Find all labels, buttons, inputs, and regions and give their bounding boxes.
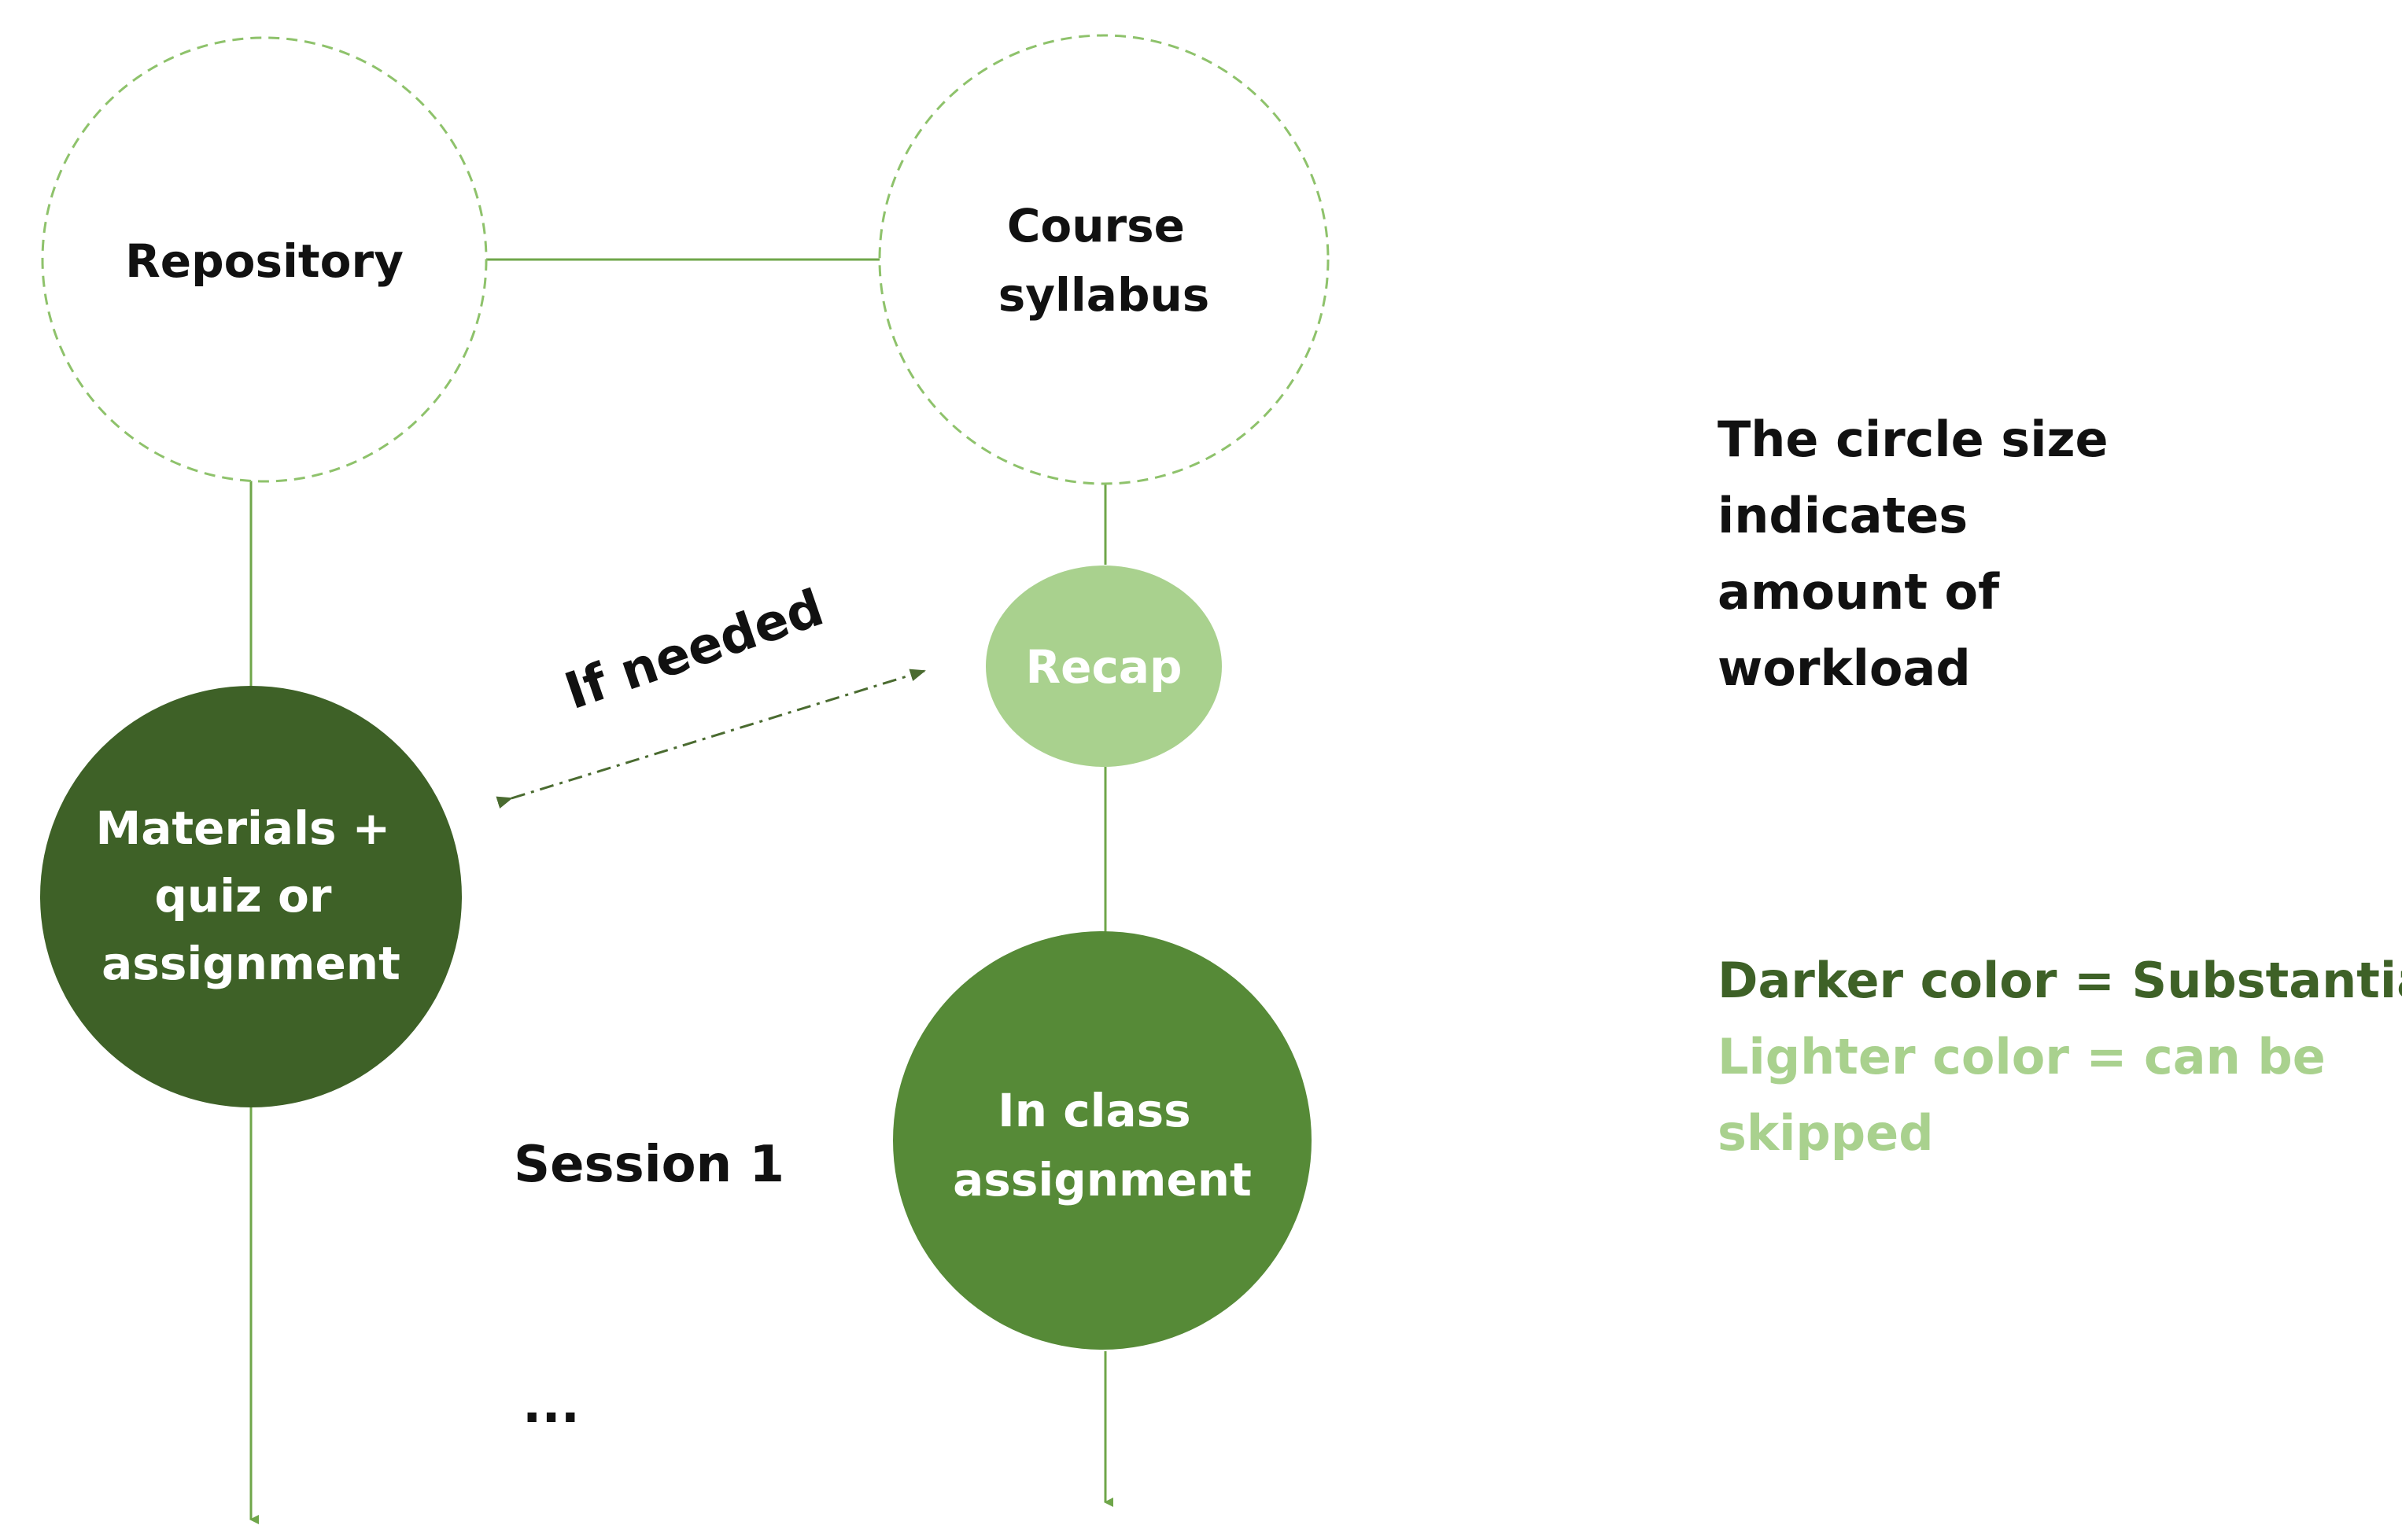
in-class-label-line-2: assignment	[953, 1153, 1252, 1207]
ellipsis-label: ...	[522, 1376, 580, 1435]
svg-text:Course syllabus: Course syllabus	[998, 199, 1210, 322]
materials-label-line-2: quiz or	[154, 869, 331, 923]
repository-node: Repository	[41, 36, 488, 483]
workload-legend: The circle size indicates amount of work…	[1718, 401, 2109, 706]
darker-legend: Darker color = Substantial	[1718, 952, 2402, 1009]
syllabus-label-line-2: syllabus	[998, 268, 1210, 322]
in-class-node: In class assignment	[893, 931, 1312, 1350]
syllabus-node: Course syllabus	[878, 34, 1330, 485]
size-legend-line-1: The circle size	[1718, 411, 2109, 468]
lighter-legend-line-1: Lighter color = can be	[1718, 1028, 2326, 1085]
materials-label-line-1: Materials +	[96, 801, 391, 855]
svg-text:Repository: Repository	[125, 234, 404, 288]
in-class-label-line-1: In class	[998, 1084, 1191, 1137]
color-legend: Darker color = Substantial Lighter color…	[1718, 942, 2402, 1171]
size-legend-line-2: indicates	[1718, 487, 1968, 544]
recap-label: Recap	[1025, 640, 1182, 694]
optional-link-arrow	[496, 669, 926, 809]
syllabus-label-line-1: Course	[1007, 199, 1185, 252]
svg-text:Recap: Recap	[1025, 640, 1182, 694]
recap-node: Recap	[986, 566, 1222, 767]
size-legend-line-4: workload	[1718, 639, 1971, 697]
svg-text:In class assignment: In class assignment	[953, 1084, 1252, 1207]
if-needed-label: If needed	[558, 579, 831, 721]
lighter-legend-line-2: skipped	[1718, 1104, 1934, 1162]
materials-node: Materials + quiz or assignment	[40, 686, 462, 1107]
svg-text:Materials + quiz or: Materials + quiz or assignment	[96, 801, 407, 990]
repository-label: Repository	[125, 234, 404, 288]
size-legend-line-3: amount of	[1718, 563, 2000, 621]
session-label: Session 1	[514, 1136, 784, 1194]
materials-label-line-3: assignment	[101, 937, 400, 990]
